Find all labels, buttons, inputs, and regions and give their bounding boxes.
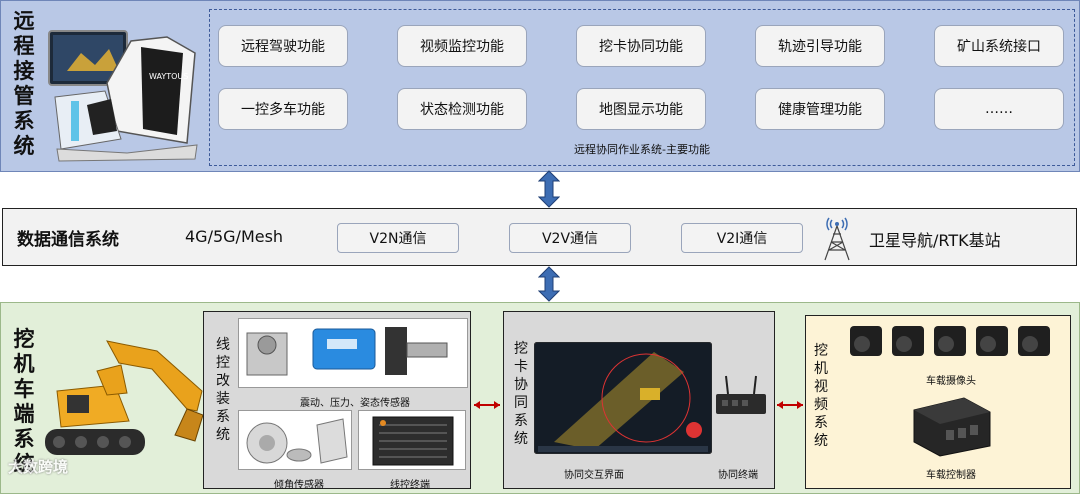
communication-title: 数据通信系统 [17, 230, 119, 250]
function-excavator-truck-coordination: 挖卡协同功能 [576, 25, 706, 67]
function-one-control-multi-vehicle: 一控多车功能 [218, 88, 348, 130]
network-types: 4G/5G/Mesh [185, 227, 284, 246]
tilt-sensor-photo [238, 410, 352, 470]
data-communication-section: 数据通信系统 4G/5G/Mesh V2N通信 V2V通信 V2I通信 卫星导航… [2, 208, 1077, 266]
red-double-arrow-icon [777, 401, 803, 409]
double-arrow-icon [538, 170, 560, 208]
camera-icon [850, 326, 882, 356]
coordination-terminal-device [716, 375, 766, 414]
sensors-photo [238, 318, 468, 388]
sensors-caption: 震动、压力、姿态传感器 [300, 398, 410, 409]
sensors-icon [246, 327, 448, 376]
coordination-terminal-caption: 协同终端 [718, 470, 758, 481]
function-health-management: 健康管理功能 [755, 88, 885, 130]
function-trajectory-guidance: 轨迹引导功能 [755, 25, 885, 67]
driving-simulator-image: WAYTOUS [48, 30, 198, 162]
main-functions-box: 远程驾驶功能 视频监控功能 挖卡协同功能 轨迹引导功能 矿山系统接口 一控多车功… [209, 9, 1075, 166]
red-double-arrow-icon [474, 401, 500, 409]
controller-caption: 车载控制器 [926, 470, 976, 481]
terminal-icon [372, 416, 454, 466]
coordination-panel: 挖 卡 协 同 系 统 协同交互界面 协同终端 [503, 311, 775, 489]
excavator-onboard-title: 挖 机 车 端 系 统 [13, 327, 35, 476]
wire-control-title: 线 控 改 装 系 统 [216, 337, 230, 443]
function-map-display: 地图显示功能 [576, 88, 706, 130]
double-arrow-icon [538, 266, 560, 302]
coordination-title: 挖 卡 协 同 系 统 [514, 341, 528, 447]
coordination-ui-caption: 协同交互界面 [564, 470, 624, 481]
remote-takeover-title: 远 程 接 管 系 统 [13, 9, 35, 158]
wire-control-terminal-caption: 线控终端 [390, 480, 430, 491]
function-status-detection: 状态检测功能 [397, 88, 527, 130]
excavator-image [45, 340, 204, 455]
video-system-title: 挖 机 视 频 系 统 [814, 343, 828, 449]
excavator-onboard-section: 挖 机 车 端 系 统 线 控 改 装 系 统 [0, 302, 1080, 494]
v2v-communication: V2V通信 [509, 223, 631, 253]
function-more: …… [934, 88, 1064, 130]
video-system-panel: 挖 机 视 频 系 统 车载摄像头 车载控制器 [805, 315, 1071, 489]
function-video-monitoring: 视频监控功能 [397, 25, 527, 67]
watermark: 大数跨境 [8, 458, 69, 476]
satellite-rtk-station: 卫星导航/RTK基站 [869, 231, 1001, 250]
svg-text:WAYTOUS: WAYTOUS [149, 72, 188, 81]
tilt-sensor-icon [246, 418, 348, 464]
remote-takeover-section: 远 程 接 管 系 统 WAYTOUS 远程驾驶功能 视频监控功能 挖卡协同功能… [0, 0, 1080, 172]
coordination-ui-screenshot [534, 342, 712, 454]
v2i-communication: V2I通信 [681, 223, 803, 253]
onboard-controller-image [913, 397, 991, 457]
function-remote-driving: 远程驾驶功能 [218, 25, 348, 67]
antenna-tower-icon [824, 217, 850, 261]
onboard-cameras-image [850, 326, 1050, 356]
functions-caption: 远程协同作业系统-主要功能 [574, 143, 710, 156]
tilt-sensor-caption: 倾角传感器 [274, 480, 324, 491]
v2n-communication: V2N通信 [337, 223, 459, 253]
function-mine-system-interface: 矿山系统接口 [934, 25, 1064, 67]
wire-control-panel: 线 控 改 装 系 统 震动、压力、姿态传感器 [203, 311, 471, 491]
wire-control-terminal-photo [358, 410, 466, 470]
camera-caption: 车载摄像头 [926, 376, 976, 387]
